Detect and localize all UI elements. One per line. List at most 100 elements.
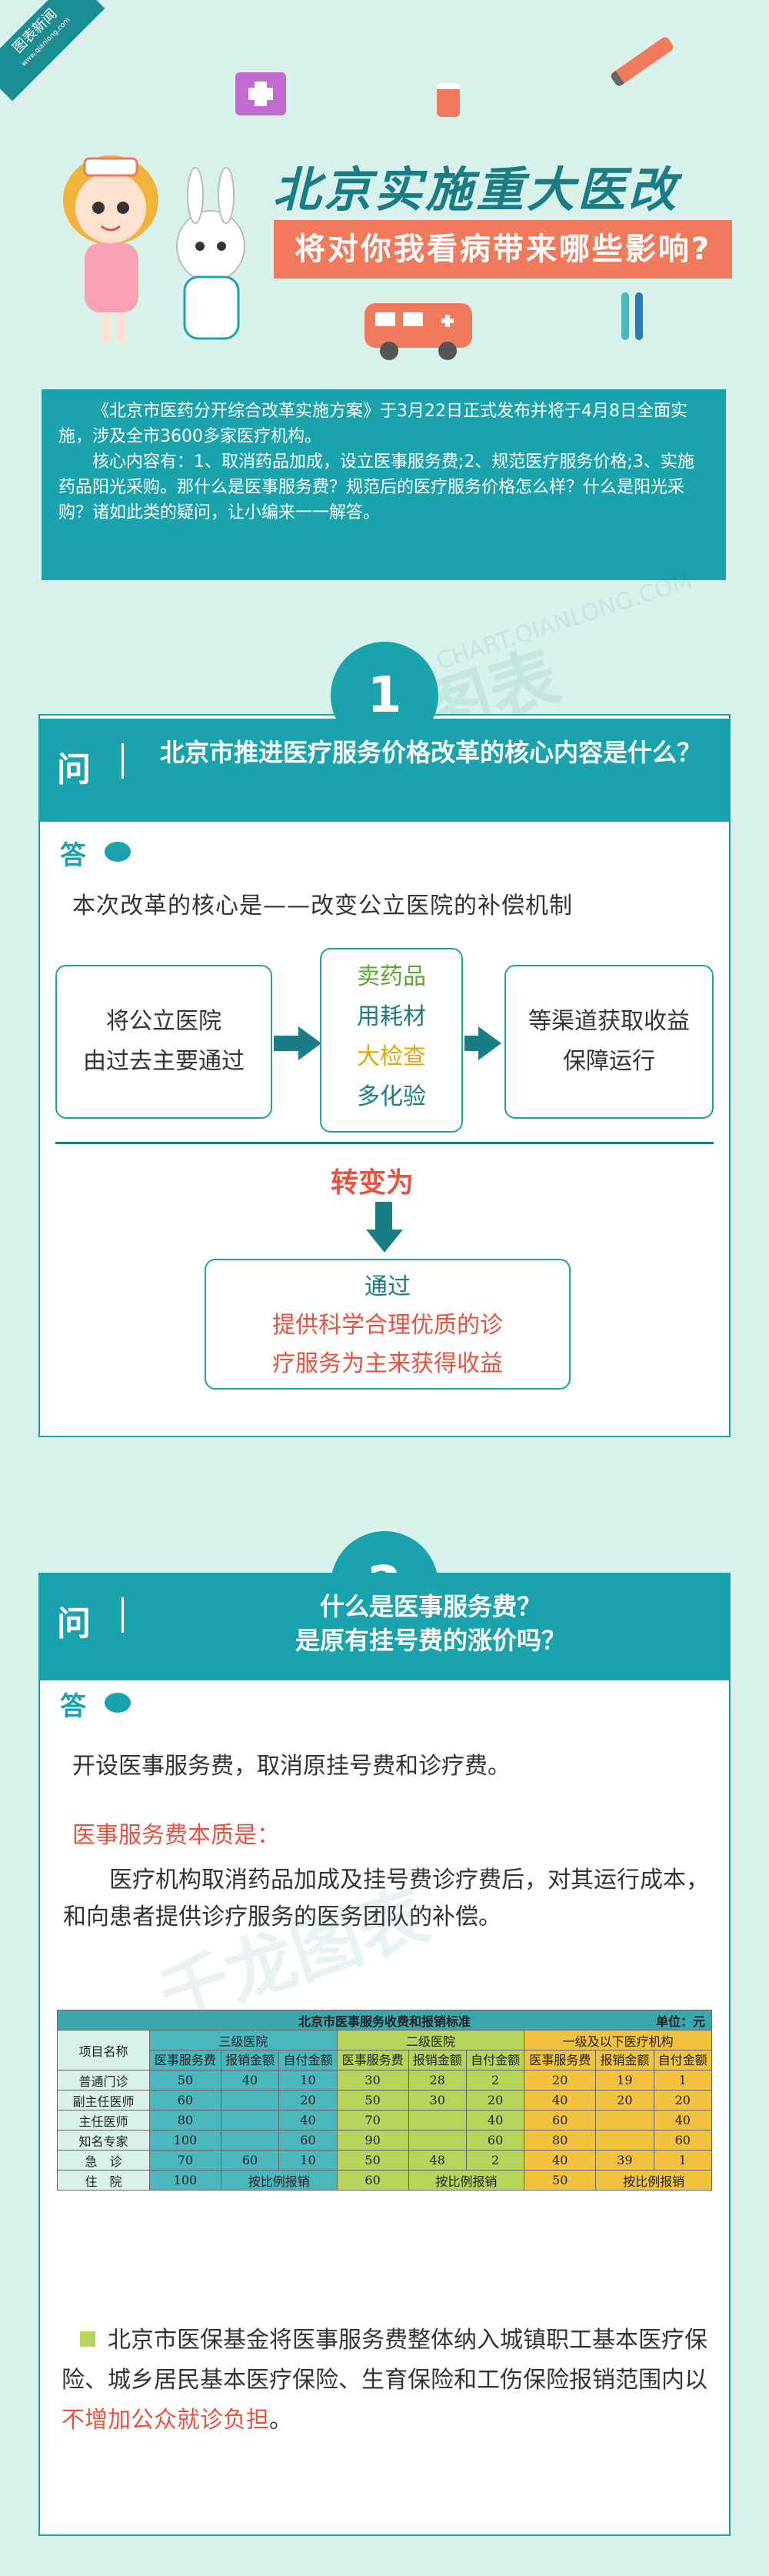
table-cell: 90 xyxy=(336,2130,409,2151)
flow-arrow xyxy=(274,1036,300,1051)
table-group-header: 二级医院 xyxy=(336,2030,525,2050)
table-cell: 2 xyxy=(465,2070,525,2090)
table-title: 北京市医事服务收费和报销标准 xyxy=(298,2014,471,2029)
ambulance-icon xyxy=(365,303,472,360)
essence-title: 医事服务费本质是： xyxy=(72,1822,280,1849)
row-label: 住 院 xyxy=(57,2170,150,2191)
table-cell: 1 xyxy=(653,2150,713,2171)
table-cell xyxy=(595,2130,654,2151)
table-corner: 项目名称 xyxy=(57,2030,150,2070)
table-cell: 28 xyxy=(408,2070,467,2090)
arrow-down-icon xyxy=(375,1202,392,1231)
table-cell: 40 xyxy=(220,2070,280,2090)
flow-text: 由过去主要通过 xyxy=(83,1048,245,1075)
table-cell: 40 xyxy=(653,2110,713,2131)
table-cell: 50 xyxy=(336,2150,409,2171)
question-text: 什么是医事服务费？ 是原有挂号费的涨价吗？ xyxy=(146,1590,715,1657)
page-title: 北京实施重大医改 xyxy=(273,162,680,218)
table-cell: 60 xyxy=(336,2170,409,2191)
note-suffix: 。 xyxy=(269,2407,292,2434)
table-cell: 40 xyxy=(278,2110,338,2131)
flow-text: 保障运行 xyxy=(563,1048,655,1075)
table-cell: 20 xyxy=(278,2090,338,2111)
flow-text: 将公立医院 xyxy=(106,1008,221,1035)
table-cell xyxy=(220,2090,280,2111)
essence-text: 医疗机构取消药品加成及挂号费诊疗费后，对其运行成本，和向患者提供诊疗服务的医务团… xyxy=(63,1867,709,1930)
table-cell xyxy=(220,2110,280,2131)
table-subheader: 自付金额 xyxy=(465,2050,525,2070)
table-cell: 10 xyxy=(278,2150,338,2171)
table-cell: 60 xyxy=(524,2110,597,2131)
chat-bubble-icon xyxy=(105,1693,131,1713)
table-cell xyxy=(595,2110,654,2131)
table-cell: 60 xyxy=(465,2130,525,2151)
arrow-down-icon xyxy=(366,1230,403,1253)
intro-box: 《北京市医药分开综合改革实施方案》于3月22日正式发布并将于4月8日全面实施，涉… xyxy=(42,389,726,580)
flow-text: 卖药品 xyxy=(357,963,426,990)
table-cell: 40 xyxy=(524,2090,597,2111)
flow-arrow xyxy=(464,1036,480,1051)
table-cell: 按比例报销 xyxy=(595,2170,712,2191)
row-label: 副主任医师 xyxy=(57,2090,150,2111)
table-subheader: 医事服务费 xyxy=(524,2050,597,2070)
table-cell: 40 xyxy=(524,2150,597,2171)
fee-table: 北京市医事服务收费和报销标准 单位：元 项目名称 三级医院 二级医院 一级及以下… xyxy=(57,2010,713,2191)
table-title-cell: 北京市医事服务收费和报销标准 单位：元 xyxy=(57,2010,712,2030)
pill-bottle-icon xyxy=(437,83,460,117)
flow-text: 用耗材 xyxy=(357,1003,426,1030)
table-subheader-row: 医事服务费报销金额自付金额医事服务费报销金额自付金额医事服务费报销金额自付金额 xyxy=(58,2050,713,2070)
arrow-right-icon xyxy=(298,1026,321,1060)
table-subheader: 自付金额 xyxy=(653,2050,713,2070)
table-cell xyxy=(408,2130,467,2151)
test-tube-icon xyxy=(621,292,629,340)
table-cell: 20 xyxy=(595,2090,654,2111)
flow-box-middle: 卖药品 用耗材 大检查 多化验 xyxy=(320,948,463,1133)
table-cell: 100 xyxy=(149,2170,221,2191)
bullet-icon xyxy=(80,2331,95,2347)
table-unit: 单位：元 xyxy=(655,2014,705,2029)
watermark: CHART.QIANLONG.COM xyxy=(433,567,696,676)
table-cell: 100 xyxy=(149,2130,221,2151)
table-cell: 70 xyxy=(336,2110,409,2131)
table-group-header: 三级医院 xyxy=(149,2030,338,2050)
table-subheader: 医事服务费 xyxy=(149,2050,221,2070)
table-cell: 20 xyxy=(465,2090,525,2111)
flow-text: 等渠道获取收益 xyxy=(528,1008,690,1035)
fee-table-wrap: 北京市医事服务收费和报销标准 单位：元 项目名称 三级医院 二级医院 一级及以下… xyxy=(57,2010,713,2191)
table-subheader: 报销金额 xyxy=(408,2050,467,2070)
nurse-cartoon-icon xyxy=(63,155,245,343)
row-label: 普通门诊 xyxy=(57,2070,150,2090)
table-cell: 1 xyxy=(653,2070,713,2090)
answer-header: 答 xyxy=(60,834,86,872)
flow-text: 多化验 xyxy=(357,1083,426,1110)
question-line: 什么是医事服务费？ xyxy=(319,1592,541,1621)
corner-tag: 图表新闻 www.qianlong.com xyxy=(0,0,105,102)
table-cell: 按比例报销 xyxy=(408,2170,525,2191)
table-cell: 30 xyxy=(336,2070,409,2090)
answer-label: 答 xyxy=(60,840,86,871)
table-cell: 20 xyxy=(524,2070,597,2090)
table-subheader: 报销金额 xyxy=(220,2050,280,2070)
divider xyxy=(122,1597,124,1633)
intro-paragraph: 核心内容有：1、取消药品加成，设立医事服务费;2、规范医疗服务价格;3、实施药品… xyxy=(58,452,694,522)
test-tube-icon xyxy=(635,292,643,340)
answer-header: 答 xyxy=(60,1685,86,1723)
table-subheader: 报销金额 xyxy=(595,2050,654,2070)
syringe-icon xyxy=(609,35,675,88)
table-cell: 39 xyxy=(595,2150,654,2171)
result-box: 通过 提供科学合理优质的诊 疗服务为主来获得收益 xyxy=(205,1259,571,1390)
medicine-box-icon xyxy=(235,72,286,115)
table-subheader: 自付金额 xyxy=(278,2050,338,2070)
table-cell: 2 xyxy=(465,2150,525,2171)
change-label: 转变为 xyxy=(331,1167,414,1199)
core-statement: 本次改革的核心是——改变公立医院的补偿机制 xyxy=(72,893,573,919)
question-bar: 问 什么是医事服务费？ 是原有挂号费的涨价吗？ xyxy=(38,1573,731,1680)
table-subheader: 医事服务费 xyxy=(336,2050,409,2070)
divider xyxy=(55,1142,714,1144)
table-cell: 50 xyxy=(149,2070,221,2090)
note-highlight: 不增加公众就诊负担 xyxy=(62,2407,269,2434)
table-cell: 48 xyxy=(408,2150,467,2171)
